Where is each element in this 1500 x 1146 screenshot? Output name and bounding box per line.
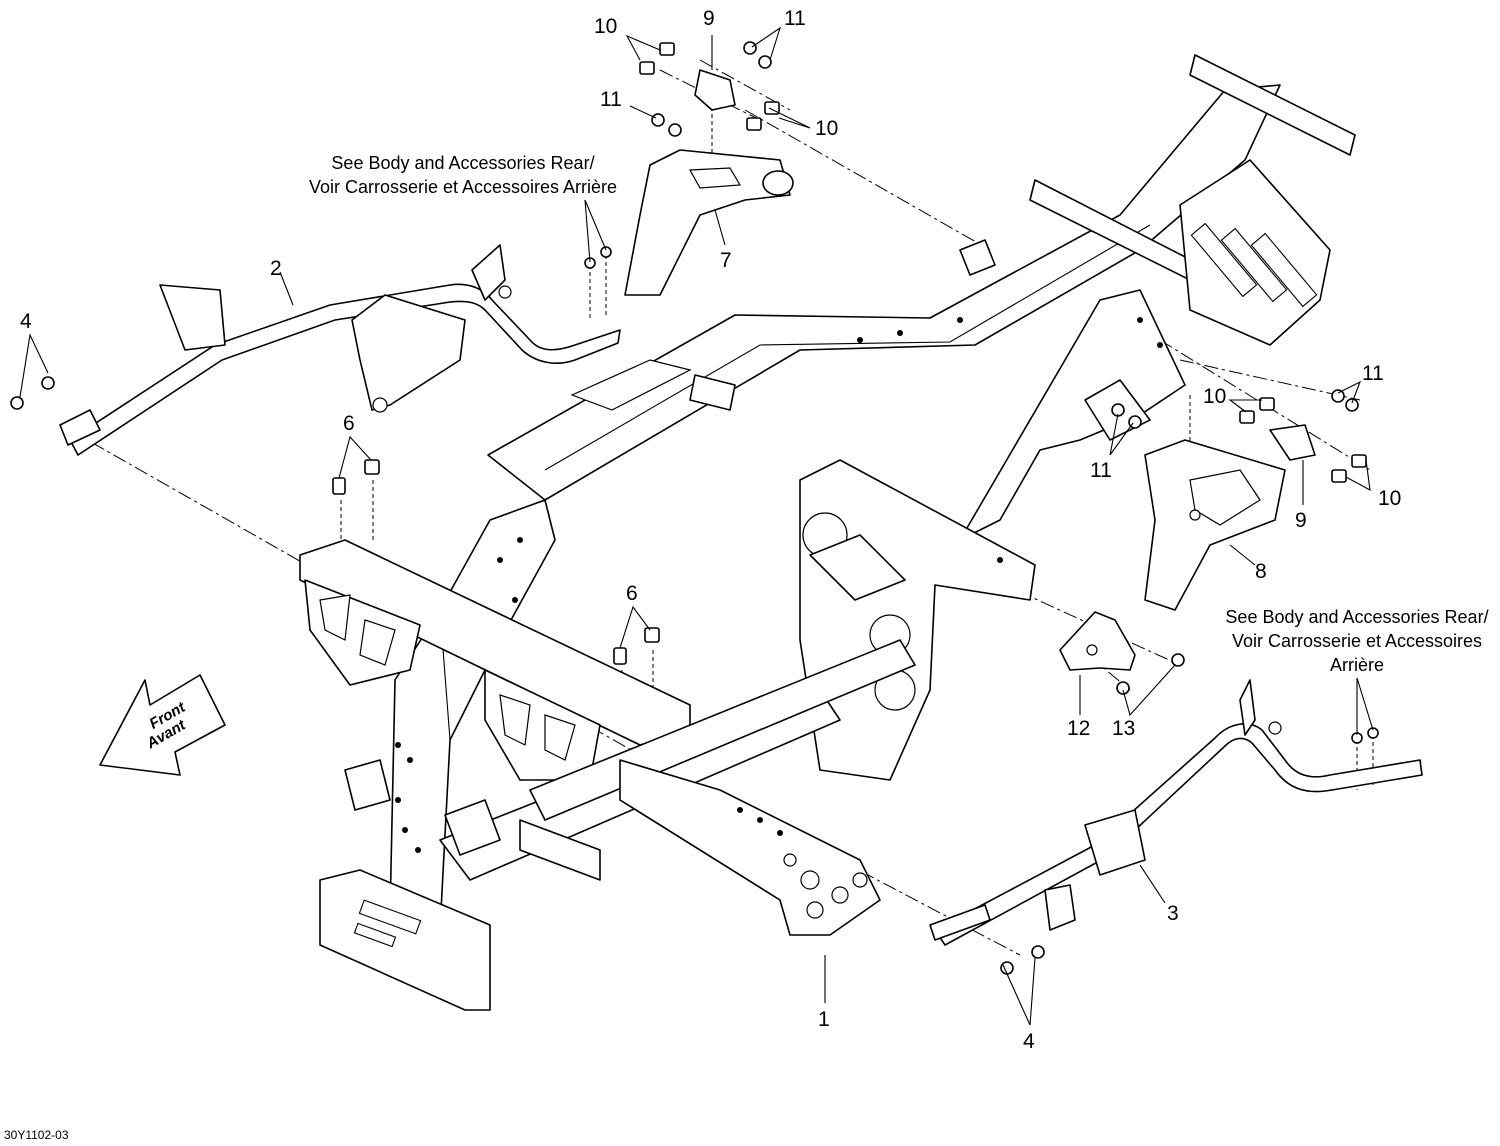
note-right-line-3: Arrière: [1330, 655, 1384, 675]
note-top-line-2: Voir Carrosserie et Accessoires Arrière: [309, 177, 617, 197]
right-tube-bar: [929, 679, 1423, 946]
callout-6-left: 6: [343, 412, 355, 435]
bracket-plate-12: [1059, 611, 1136, 671]
callout-10-low: 10: [1378, 487, 1401, 510]
upper-bracket-7: [624, 149, 794, 296]
front-direction-arrow: Front Avant: [99, 674, 226, 776]
callout-11-mid: 11: [1362, 362, 1384, 385]
callout-12: 12: [1067, 717, 1090, 740]
callout-2: 2: [270, 257, 282, 280]
diagram-reference: 30Y1102-03: [4, 1128, 69, 1142]
hardware: [10, 41, 1379, 975]
main-frame: [299, 54, 1356, 1011]
note-right-line-2: Voir Carrosserie et Accessoires: [1232, 631, 1482, 651]
callout-9-bottom: 9: [1295, 509, 1307, 532]
callout-9-top: 9: [703, 7, 715, 30]
callout-10-top-left: 10: [594, 15, 617, 38]
lower-bracket-8: [1144, 439, 1286, 611]
callout-7: 7: [720, 249, 732, 272]
callout-6-right: 6: [626, 582, 638, 605]
note-right-line-1: See Body and Accessories Rear/: [1225, 607, 1488, 627]
callout-13: 13: [1112, 717, 1135, 740]
callout-1: 1: [818, 1008, 830, 1031]
left-tube-bar: [59, 244, 621, 456]
leader-lines: [19, 26, 1374, 1026]
notes: See Body and Accessories Rear/ Voir Carr…: [309, 153, 1489, 675]
callout-11-top-right: 11: [784, 7, 806, 30]
callout-10-mid: 10: [1203, 385, 1226, 408]
callout-11-low: 11: [1090, 459, 1112, 482]
callouts: 1 2 3 4 4 6 6 7 8 9 9 10 10 10 10 11 11 …: [20, 7, 1401, 1053]
callout-4-left: 4: [20, 310, 32, 333]
callout-10-top-right: 10: [815, 117, 838, 140]
callout-8: 8: [1255, 560, 1267, 583]
callout-11-top-left: 11: [600, 88, 622, 111]
callout-4-right: 4: [1023, 1030, 1035, 1053]
callout-3: 3: [1167, 902, 1179, 925]
note-top-line-1: See Body and Accessories Rear/: [331, 153, 594, 173]
